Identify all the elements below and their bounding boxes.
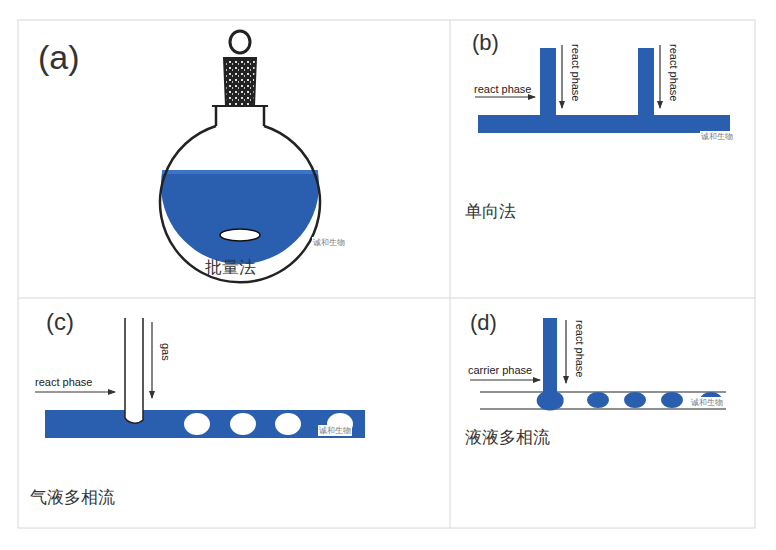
grid-line xyxy=(18,298,755,299)
grid-line xyxy=(450,20,451,528)
flask xyxy=(150,31,330,282)
flow-label: react phase xyxy=(574,320,586,377)
flow-label: gas xyxy=(160,343,172,361)
watermark: 诚和生物 xyxy=(318,425,352,436)
watermark: 诚和生物 xyxy=(690,397,724,408)
panel-caption: 气液多相流 xyxy=(30,486,115,509)
flow-label: carrier phase xyxy=(468,364,532,376)
panel-caption: 液液多相流 xyxy=(465,426,550,449)
panel-letter: (a) xyxy=(38,38,80,77)
panel-letter: (b) xyxy=(472,30,499,56)
channel xyxy=(475,45,730,133)
figure-panel: (a) 批量法 xyxy=(18,20,450,298)
gas-liquid-channel xyxy=(35,318,365,438)
panel-letter: (c) xyxy=(46,308,74,336)
panel-caption: 单向法 xyxy=(465,200,516,223)
flow-label: react phase xyxy=(570,44,582,101)
figure-panel: (b) 单向法 xyxy=(450,20,755,298)
watermark: 诚和生物 xyxy=(312,237,346,248)
flow-label: react phase xyxy=(668,44,680,101)
figure-panel: (c) 气液多相流 xyxy=(18,298,450,528)
panel-caption: 批量法 xyxy=(205,256,256,279)
figure-panel: (d) 液液多相流 xyxy=(450,298,755,528)
flow-label: react phase xyxy=(474,83,531,95)
table-border xyxy=(18,20,755,528)
flow-label: react phase xyxy=(35,376,92,388)
panel-letter: (d) xyxy=(470,310,497,336)
watermark: 诚和生物 xyxy=(700,131,734,142)
